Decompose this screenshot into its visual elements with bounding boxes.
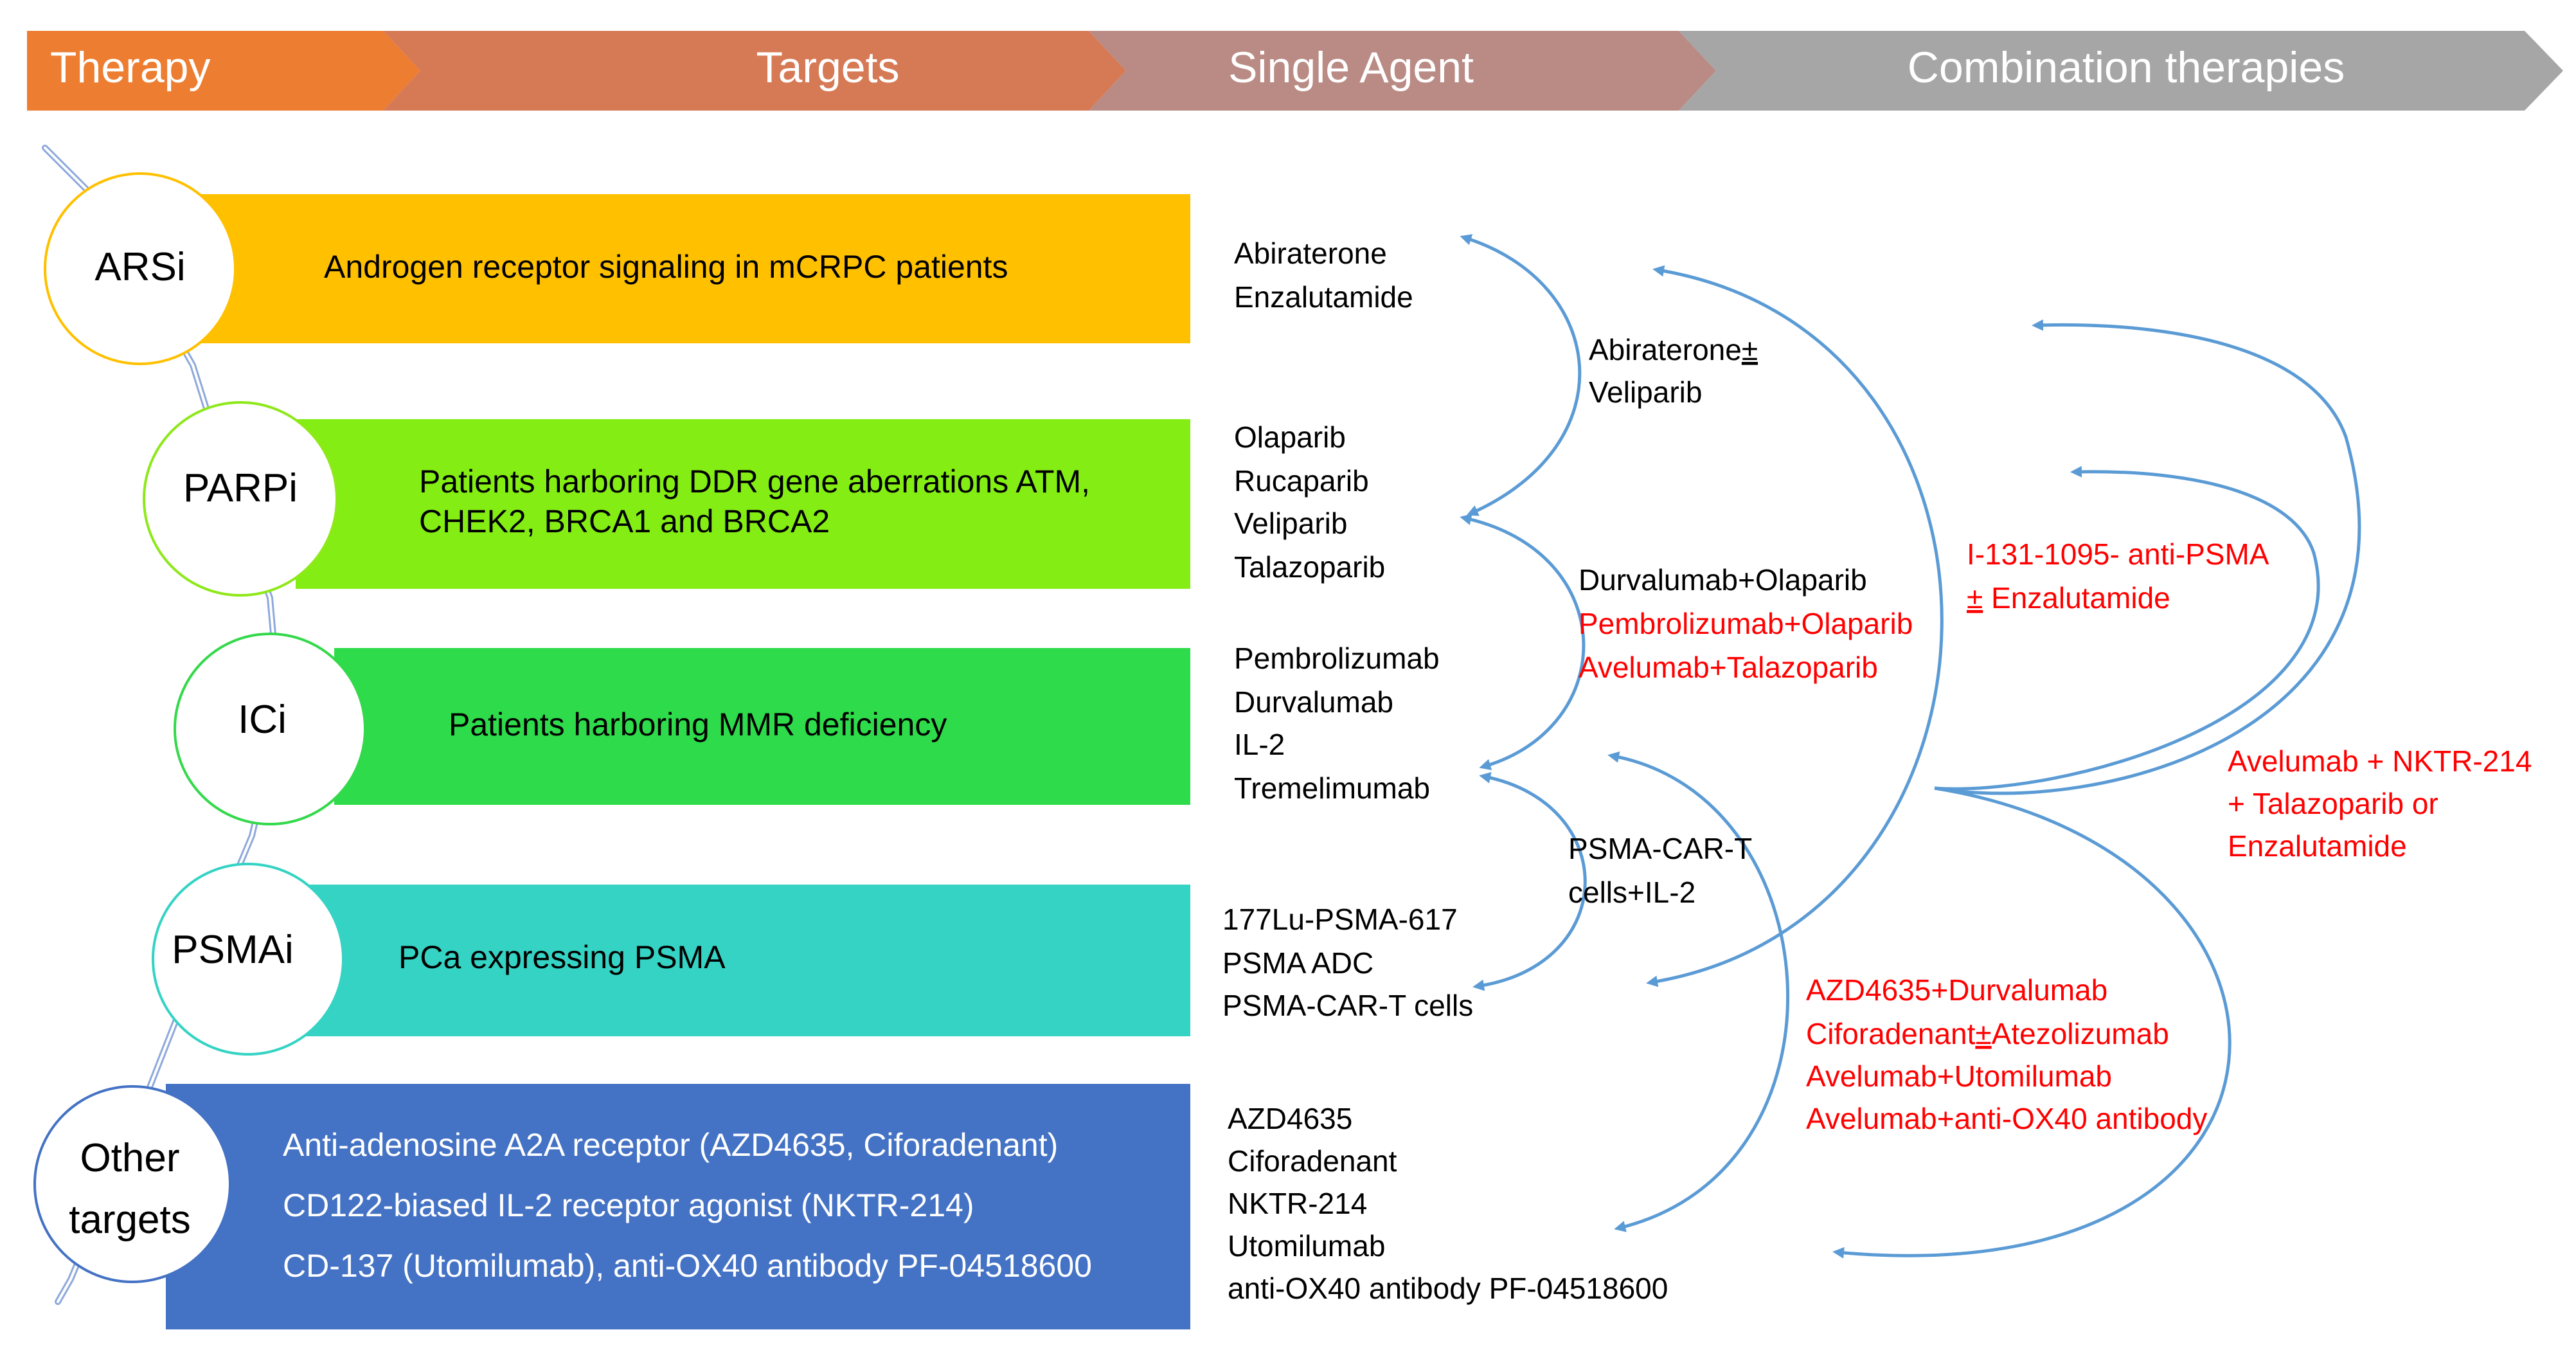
combo-avelumab-utomilumab: Avelumab+Utomilumab bbox=[1806, 1059, 2112, 1093]
combination-arrows bbox=[1460, 234, 2361, 1259]
arrow-ici-other bbox=[1607, 751, 1790, 1232]
circle-label-ici: ICi bbox=[238, 698, 287, 742]
agent-psma-adc: PSMA ADC bbox=[1222, 946, 1373, 980]
circle-psmai bbox=[152, 863, 344, 1056]
target-other-2: CD122-biased IL-2 receptor agonist (NKTR… bbox=[283, 1187, 974, 1223]
agent-utomilumab: Utomilumab bbox=[1228, 1229, 1385, 1263]
combo-avelumab-anti-ox40: Avelumab+anti-OX40 antibody bbox=[1806, 1102, 2207, 1135]
circle-parpi bbox=[143, 401, 338, 597]
target-other-1: Anti-adenosine A2A receptor (AZD4635, Ci… bbox=[283, 1127, 1058, 1163]
arrow-parp-ici bbox=[1460, 514, 1586, 771]
header-label-therapy: Therapy bbox=[50, 43, 210, 92]
combo-anti-psma-2: ± Enzalutamide bbox=[1967, 581, 2170, 615]
agent-veliparib: Veliparib bbox=[1234, 507, 1347, 540]
target-psmai: PCa expressing PSMA bbox=[398, 939, 726, 975]
agent-talazoparib: Talazoparib bbox=[1234, 550, 1385, 584]
header-label-combination: Combination therapies bbox=[1908, 43, 2345, 92]
circle-label-other-1: Other bbox=[80, 1136, 179, 1180]
band-other bbox=[166, 1084, 1190, 1329]
agent-ciforadenant: Ciforadenant bbox=[1228, 1144, 1397, 1178]
circle-label-psmai: PSMAi bbox=[172, 928, 293, 972]
arrow-avelumab-arsi bbox=[1934, 319, 2361, 795]
circle-label-other-2: targets bbox=[69, 1198, 191, 1242]
band-parpi bbox=[296, 419, 1190, 589]
arrow-abi-veli bbox=[1460, 234, 1582, 516]
agent-pembrolizumab: Pembrolizumab bbox=[1234, 642, 1440, 675]
combo-pembrolizumab-olaparib: Pembrolizumab+Olaparib bbox=[1579, 607, 1913, 640]
band-arsi bbox=[199, 194, 1190, 343]
circle-label-parpi: PARPi bbox=[183, 466, 298, 510]
agent-enzalutamide: Enzalutamide bbox=[1234, 280, 1413, 314]
band-ici bbox=[334, 648, 1190, 805]
agent-abiraterone: Abiraterone bbox=[1234, 237, 1387, 270]
agent-177lu: 177Lu-PSMA-617 bbox=[1222, 903, 1458, 936]
agent-rucaparib: Rucaparib bbox=[1234, 464, 1369, 498]
combo-avelumab-nktr-2: + Talazoparib or bbox=[2228, 787, 2438, 820]
target-arsi: Androgen receptor signaling in mCRPC pat… bbox=[324, 249, 1008, 285]
agent-nktr214: NKTR-214 bbox=[1228, 1187, 1367, 1220]
circle-label-arsi: ARSi bbox=[94, 245, 185, 289]
agent-anti-ox40: anti-OX40 antibody PF-04518600 bbox=[1228, 1272, 1668, 1305]
circle-other bbox=[33, 1085, 231, 1283]
header-step-therapy bbox=[27, 31, 420, 111]
circle-ici bbox=[174, 633, 366, 825]
target-other-3: CD-137 (Utomilumab), anti-OX40 antibody … bbox=[283, 1248, 1092, 1284]
agent-il2: IL-2 bbox=[1234, 728, 1285, 761]
combo-durvalumab-olaparib: Durvalumab+Olaparib bbox=[1579, 563, 1867, 597]
combo-psma-car-t-1: PSMA-CAR-T bbox=[1568, 832, 1752, 865]
combo-avelumab-talazoparib: Avelumab+Talazoparib bbox=[1579, 651, 1878, 684]
agent-durvalumab: Durvalumab bbox=[1234, 685, 1393, 719]
arrow-ici-psma bbox=[1472, 771, 1587, 991]
agent-tremelimumab: Tremelimumab bbox=[1234, 771, 1430, 805]
combo-azd4635-durvalumab: AZD4635+Durvalumab bbox=[1806, 973, 2107, 1007]
header-step-single-agent bbox=[1089, 31, 1716, 111]
arrow-arsi-psma bbox=[1646, 265, 1944, 987]
header-step-combination bbox=[1679, 31, 2563, 111]
header-bar: Therapy Targets Single Agent Combination… bbox=[27, 31, 2563, 111]
agent-psma-car-t: PSMA-CAR-T cells bbox=[1222, 989, 1473, 1022]
combo-abiraterone-veliparib-1: Abiraterone± bbox=[1589, 333, 1758, 366]
combo-psma-car-t-2: cells+IL-2 bbox=[1568, 876, 1695, 909]
combo-anti-psma-1: I-131-1095- anti-PSMA bbox=[1967, 537, 2269, 571]
combo-avelumab-nktr-1: Avelumab + NKTR-214 bbox=[2228, 744, 2532, 778]
combo-abiraterone-veliparib-2: Veliparib bbox=[1589, 375, 1702, 409]
agent-olaparib: Olaparib bbox=[1234, 420, 1346, 454]
header-step-targets bbox=[383, 31, 1126, 111]
single-agents: Abiraterone Enzalutamide Olaparib Rucapa… bbox=[1222, 237, 1668, 1305]
arrow-avelumab-other bbox=[1832, 786, 2232, 1259]
combination-labels: Abiraterone± Veliparib Durvalumab+Olapar… bbox=[1568, 333, 2532, 1135]
target-parpi-1: Patients harboring DDR gene aberrations … bbox=[419, 464, 1090, 500]
combo-avelumab-nktr-3: Enzalutamide bbox=[2228, 829, 2407, 863]
circle-arsi bbox=[44, 172, 237, 365]
target-parpi-2: CHEK2, BRCA1 and BRCA2 bbox=[419, 503, 830, 539]
target-ici: Patients harboring MMR deficiency bbox=[449, 706, 947, 742]
arrow-avelumab-parpi bbox=[1934, 465, 2320, 791]
combo-ciforadenant-atezolizumab: Ciforadenant±Atezolizumab bbox=[1806, 1017, 2169, 1050]
header-label-targets: Targets bbox=[756, 43, 900, 92]
header-label-single-agent: Single Agent bbox=[1228, 43, 1474, 92]
band-psmai bbox=[296, 885, 1190, 1036]
agent-azd4635: AZD4635 bbox=[1228, 1102, 1352, 1135]
